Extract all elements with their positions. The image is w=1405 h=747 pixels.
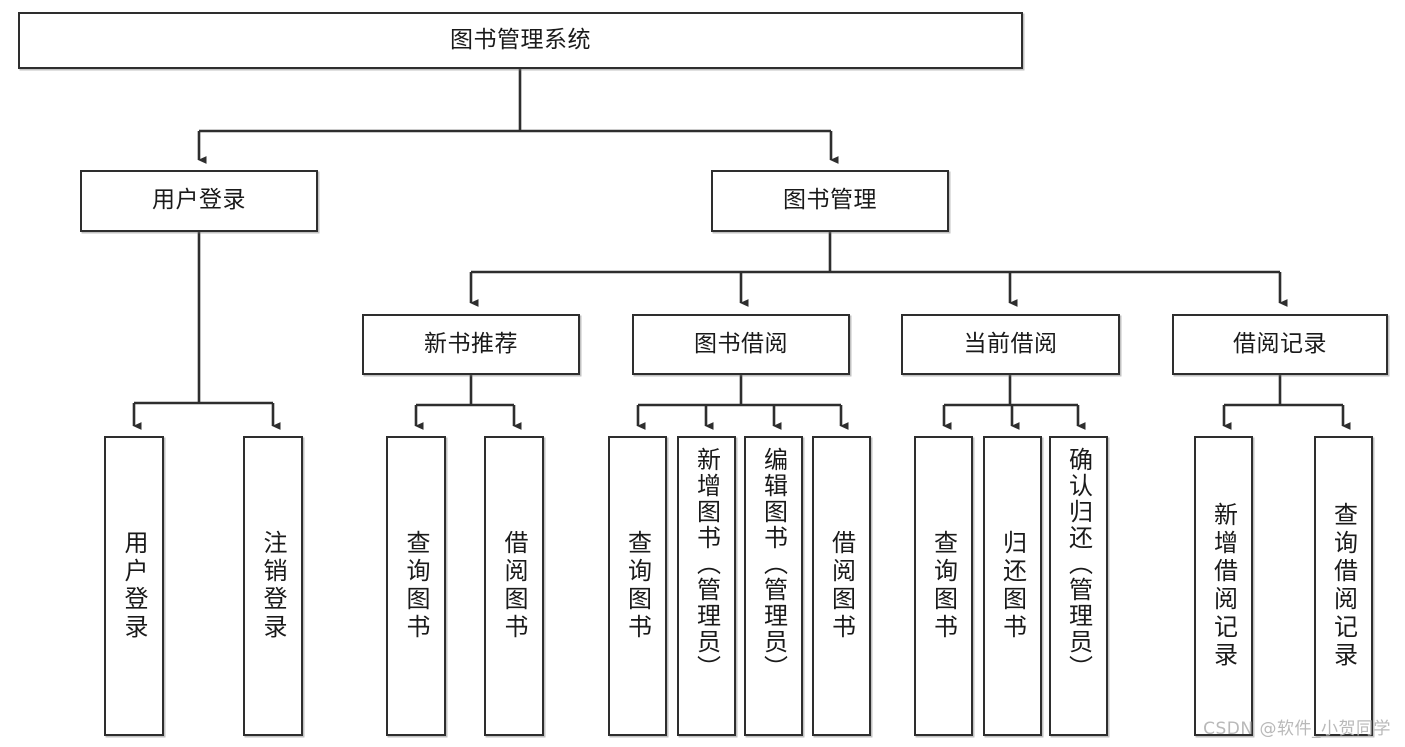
- node-book-borrow[interactable]: 图书借阅: [632, 314, 850, 375]
- node-user-login[interactable]: 用户登录: [80, 170, 318, 232]
- node-leaf-add-book-label: 新增图书（管理员）: [692, 447, 721, 681]
- node-leaf-confirm-return[interactable]: 确认归还（管理员）: [1049, 436, 1108, 736]
- node-leaf-add-record-label: 新增借阅记录: [1209, 502, 1238, 670]
- node-leaf-borrow-book[interactable]: 借阅图书: [812, 436, 871, 736]
- node-leaf-query-record[interactable]: 查询借阅记录: [1314, 436, 1373, 736]
- node-leaf-query-book-borrow-label: 查询图书: [623, 530, 652, 642]
- node-borrow-record-label: 借阅记录: [1233, 330, 1327, 357]
- node-current-borrow[interactable]: 当前借阅: [901, 314, 1120, 375]
- node-leaf-add-book[interactable]: 新增图书（管理员）: [677, 436, 736, 736]
- node-leaf-logout-label: 注销登录: [259, 530, 287, 642]
- node-leaf-return-book[interactable]: 归还图书: [983, 436, 1042, 736]
- node-leaf-query-book-rec[interactable]: 查询图书: [386, 436, 446, 736]
- node-book-manage-label: 图书管理: [783, 187, 877, 214]
- node-root[interactable]: 图书管理系统: [18, 12, 1023, 69]
- watermark: CSDN @软件_小贺同学: [1203, 719, 1391, 739]
- node-leaf-user-login[interactable]: 用户登录: [104, 436, 164, 736]
- node-leaf-edit-book[interactable]: 编辑图书（管理员）: [744, 436, 803, 736]
- node-leaf-query-book-borrow[interactable]: 查询图书: [608, 436, 667, 736]
- node-current-borrow-label: 当前借阅: [963, 330, 1058, 357]
- node-leaf-query-book-rec-label: 查询图书: [402, 530, 430, 642]
- node-leaf-logout[interactable]: 注销登录: [243, 436, 303, 736]
- node-leaf-return-book-label: 归还图书: [998, 530, 1027, 642]
- node-leaf-query-book-cur[interactable]: 查询图书: [914, 436, 973, 736]
- node-user-login-label: 用户登录: [152, 187, 246, 214]
- node-leaf-edit-book-label: 编辑图书（管理员）: [759, 447, 788, 681]
- node-leaf-add-record[interactable]: 新增借阅记录: [1194, 436, 1253, 736]
- node-book-borrow-label: 图书借阅: [694, 330, 788, 357]
- node-leaf-borrow-book-rec[interactable]: 借阅图书: [484, 436, 544, 736]
- node-leaf-borrow-book-label: 借阅图书: [827, 530, 856, 642]
- node-leaf-query-record-label: 查询借阅记录: [1329, 502, 1358, 670]
- node-new-book-recommend[interactable]: 新书推荐: [362, 314, 580, 375]
- node-root-label: 图书管理系统: [450, 26, 591, 53]
- node-new-book-recommend-label: 新书推荐: [424, 330, 518, 357]
- node-leaf-confirm-return-label: 确认归还（管理员）: [1064, 447, 1093, 681]
- node-book-manage[interactable]: 图书管理: [711, 170, 949, 232]
- node-borrow-record[interactable]: 借阅记录: [1172, 314, 1388, 375]
- node-leaf-borrow-book-rec-label: 借阅图书: [500, 530, 528, 642]
- node-leaf-user-login-label: 用户登录: [120, 530, 148, 642]
- node-leaf-query-book-cur-label: 查询图书: [929, 530, 958, 642]
